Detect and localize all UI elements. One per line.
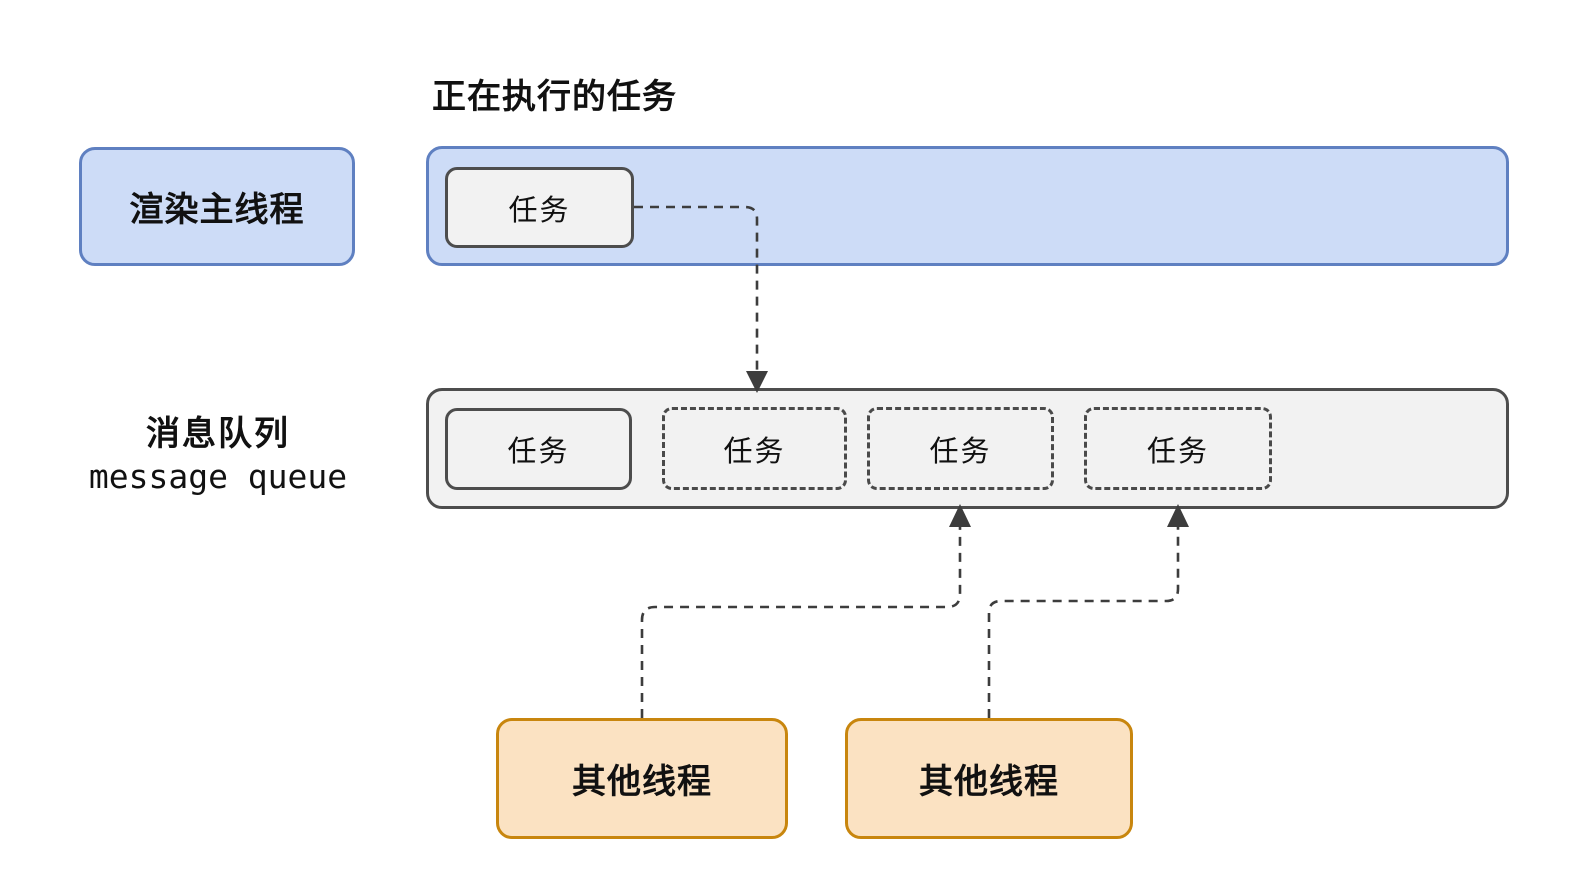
message-queue-label-zh: 消息队列 [146,415,290,453]
queue-task-label: 任务 [929,435,992,468]
other-thread-box-2: 其他线程 [845,718,1133,839]
message-queue-label-en: message queue [88,457,348,496]
render-main-thread-label: 渲染主线程 [129,191,305,229]
queue-task-slot-0: 任务 [445,408,632,490]
other-thread-label: 其他线程 [572,763,712,801]
running-task-title: 正在执行的任务 [432,78,677,116]
queue-task-slot-1: 任务 [662,407,847,490]
queue-task-label: 任务 [507,436,570,468]
arrow-other-thread-1-to-queue [640,504,971,718]
queue-task-label: 任务 [723,435,786,468]
queue-task-slot-3: 任务 [1084,407,1272,490]
queue-task-label: 任务 [1146,435,1209,468]
arrow-other-thread-2-to-queue [987,504,1189,718]
running-task-box: 任务 [445,167,634,248]
other-thread-box-1: 其他线程 [496,718,788,839]
render-main-thread-label-box: 渲染主线程 [79,147,355,266]
running-task-label: 任务 [508,194,571,227]
other-thread-label: 其他线程 [919,763,1059,801]
message-queue-label: 消息队列 message queue [38,412,398,498]
queue-task-slot-2: 任务 [867,407,1054,490]
